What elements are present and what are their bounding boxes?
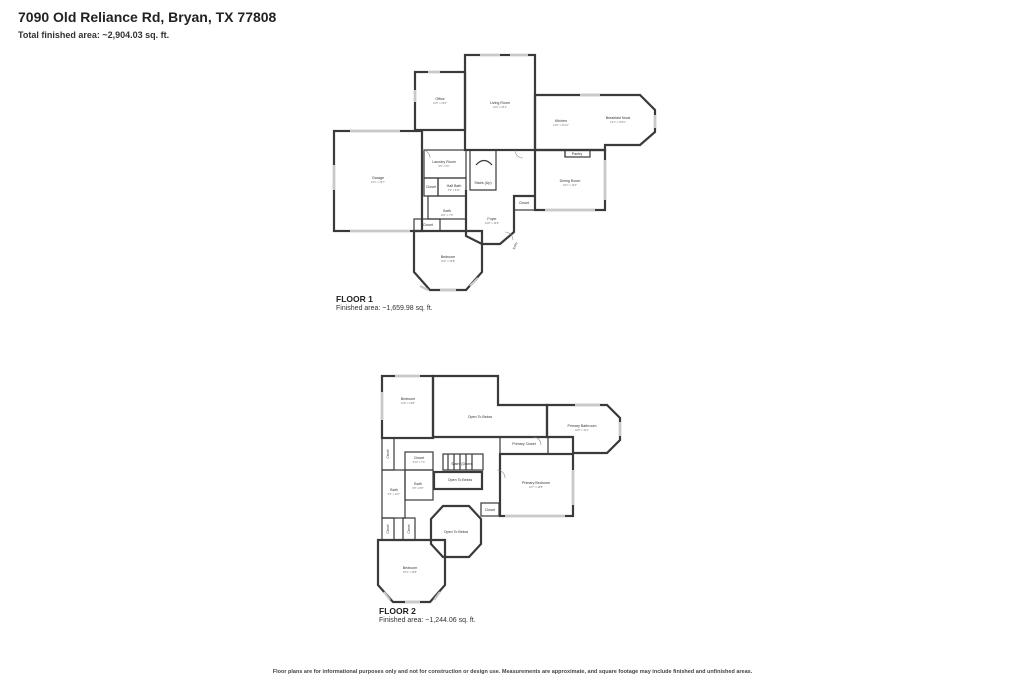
closet-f2-a-label: Closet bbox=[386, 449, 390, 458]
dining-room-label: Dining Room bbox=[560, 179, 581, 183]
closet-f2-b-label: Closet bbox=[414, 456, 424, 460]
kitchen-dim: 12'2" x 21'10" bbox=[553, 123, 569, 127]
pantry-label: Pantry bbox=[572, 152, 583, 156]
bedroom-f2-a-room bbox=[380, 374, 435, 440]
primary-bedroom-room bbox=[498, 452, 575, 518]
open-to-below-c bbox=[429, 504, 483, 559]
bedroom-f1-room bbox=[412, 229, 484, 292]
floor-2-plan: Bedroom 11'8" x 15'8" Open To Below Prim… bbox=[376, 374, 622, 604]
closet-f2-b-dim: 6'10" x 7'4" bbox=[413, 460, 426, 464]
foyer-room bbox=[464, 190, 535, 246]
kitchen-label: Kitchen bbox=[555, 119, 567, 123]
garage-dim: 21'1" x 23'7" bbox=[371, 180, 385, 184]
closet-f2-d-label: Closet bbox=[407, 524, 411, 533]
office-label: Office bbox=[435, 97, 444, 101]
floor-1-plan: Office 11'6" x 15'6" Living Room 19'0" x… bbox=[332, 53, 657, 292]
breakfast-nook-dim: 15'1" x 15'10" bbox=[610, 120, 626, 124]
laundry-room-label: Laundry Room bbox=[432, 160, 456, 164]
bedroom-f2-b-label: Bedroom bbox=[403, 566, 418, 570]
primary-bedroom-dim: 16'7" x 18'8" bbox=[529, 485, 543, 489]
primary-bathroom-room bbox=[545, 403, 622, 455]
bedroom-f2-a-dim: 11'8" x 15'8" bbox=[401, 401, 415, 405]
bedroom-f2-a-label: Bedroom bbox=[401, 397, 416, 401]
half-bath-dim: 4'9" x 5'11" bbox=[448, 188, 461, 192]
stairs-down-label: Stairs (Down) bbox=[451, 462, 473, 466]
primary-bedroom-label: Primary Bedroom bbox=[522, 481, 550, 485]
primary-bathroom-dim: 18'6" x 11'1" bbox=[575, 428, 589, 432]
office-room bbox=[413, 70, 467, 132]
foyer-label: Foyer bbox=[487, 217, 497, 221]
closet-f1-c-label: Closet bbox=[519, 201, 529, 205]
open-to-below-a bbox=[431, 374, 549, 439]
office-dim: 11'6" x 15'6" bbox=[433, 101, 447, 105]
bath-f2-b-dim: 5'3" x 10'7" bbox=[388, 492, 401, 496]
disclaimer-footer: Floor plans are for informational purpos… bbox=[272, 669, 753, 675]
bedroom-f2-b-room bbox=[376, 538, 447, 604]
foyer-dim: 10'8" x 16'8" bbox=[485, 221, 499, 225]
total-finished-area: Total finished area: ~2,904.03 sq. ft. bbox=[18, 30, 170, 40]
open-to-below-a-label: Open To Below bbox=[468, 415, 493, 419]
bath-f2-a-dim: 5'8" x 8'8" bbox=[412, 486, 423, 490]
floor-1-label: FLOOR 1 bbox=[336, 294, 373, 304]
laundry-room bbox=[423, 149, 467, 179]
kitchen-nook bbox=[533, 93, 657, 152]
bedroom-f2-b-dim: 15'3" x 15'8" bbox=[403, 570, 417, 574]
bath-f2-b-label: Bath bbox=[390, 488, 397, 492]
dining-room-dim: 16'1" x 14'0" bbox=[563, 183, 577, 187]
living-room-dim: 19'0" x 26'1" bbox=[493, 105, 507, 109]
bedroom-f1-label: Bedroom bbox=[441, 255, 456, 259]
primary-closet-label: Primary Closet bbox=[512, 442, 536, 446]
stairs-up bbox=[469, 149, 497, 191]
floor-2-area: Finished area: ~1,244.06 sq. ft. bbox=[379, 617, 476, 624]
open-to-below-b-label: Open To Below bbox=[448, 478, 473, 482]
breakfast-nook-label: Breakfast Nook bbox=[606, 116, 631, 120]
half-bath-label: Half Bath bbox=[447, 184, 462, 188]
closet-f1-c bbox=[513, 195, 536, 211]
garage-label: Garage bbox=[372, 176, 384, 180]
stairs-up-label: Stairs (Up) bbox=[474, 181, 491, 185]
open-to-below-c-label: Open To Below bbox=[444, 530, 469, 534]
stairs-down bbox=[442, 453, 484, 471]
open-to-below-b bbox=[432, 470, 484, 491]
closet-f1-a-label: Closet bbox=[426, 185, 436, 189]
closet-f1-b-label: Closet bbox=[423, 223, 433, 227]
closet-f2-e-label: Closet bbox=[485, 508, 495, 512]
property-address: 7090 Old Reliance Rd, Bryan, TX 77808 bbox=[18, 9, 277, 25]
closet-f2-c-label: Closet bbox=[386, 524, 390, 533]
closet-f2-e bbox=[480, 502, 500, 517]
primary-bathroom-label: Primary Bathroom bbox=[568, 424, 597, 428]
floor-1-area: Finished area: ~1,659.98 sq. ft. bbox=[336, 305, 433, 312]
entry-label: Entry bbox=[512, 241, 518, 250]
laundry-room-dim: 9'5" x 5'0" bbox=[438, 164, 449, 168]
living-room-label: Living Room bbox=[490, 101, 510, 105]
floor-2-label: FLOOR 2 bbox=[379, 606, 416, 616]
bath-f1-dim: 10'1" x 7'8" bbox=[441, 213, 454, 217]
bedroom-f1-dim: 15'0" x 15'8" bbox=[441, 259, 455, 263]
bath-f2-a-label: Bath bbox=[414, 482, 421, 486]
bath-f1-label: Bath bbox=[443, 209, 450, 213]
